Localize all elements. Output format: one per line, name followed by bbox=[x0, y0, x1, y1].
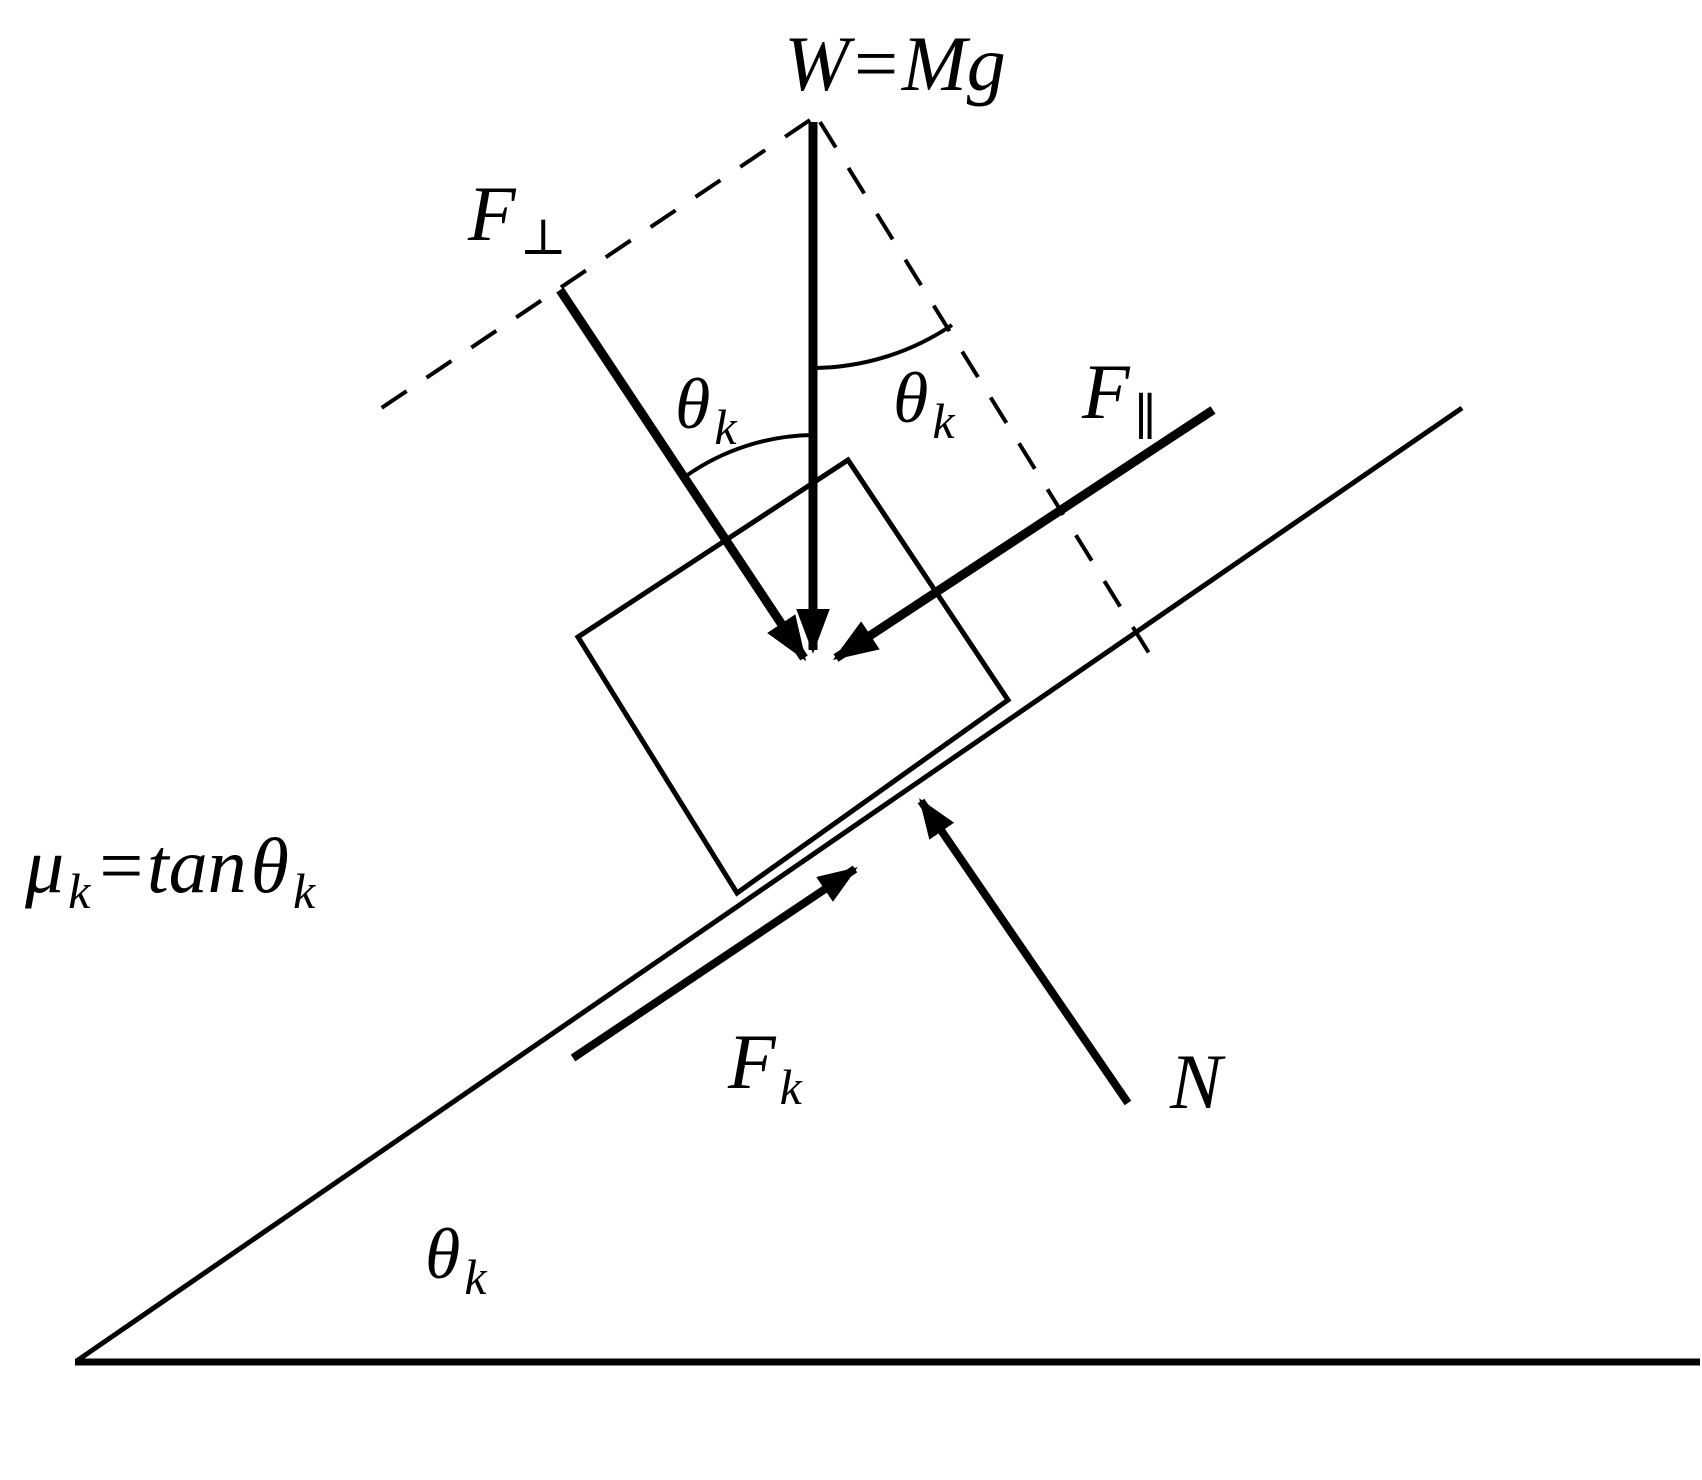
theta-left-label: θ k bbox=[675, 364, 737, 455]
friction-vector bbox=[570, 865, 858, 1062]
theta-arc-left bbox=[684, 433, 814, 478]
friction-label: F k bbox=[727, 1018, 803, 1115]
f-parallel-vector bbox=[832, 406, 1216, 662]
theta-arc-right bbox=[812, 323, 954, 370]
mu-equation-label: μ k =tan θ k bbox=[24, 822, 316, 919]
theta-incline-label: θ k bbox=[425, 1214, 487, 1305]
normal-vector bbox=[917, 798, 1132, 1106]
theta-right-label: θ k bbox=[893, 358, 955, 449]
f-perpendicular-label: F ⊥ bbox=[467, 170, 567, 265]
incline-surface-line bbox=[76, 405, 1464, 1363]
f-perpendicular-vector bbox=[556, 287, 808, 662]
normal-label: N bbox=[1169, 1038, 1226, 1125]
weight-label: W=Mg bbox=[784, 20, 1006, 107]
dashed-construction-line-left bbox=[366, 118, 812, 419]
block-outline bbox=[574, 456, 1012, 897]
f-parallel-label: F ∥ bbox=[1081, 348, 1157, 445]
